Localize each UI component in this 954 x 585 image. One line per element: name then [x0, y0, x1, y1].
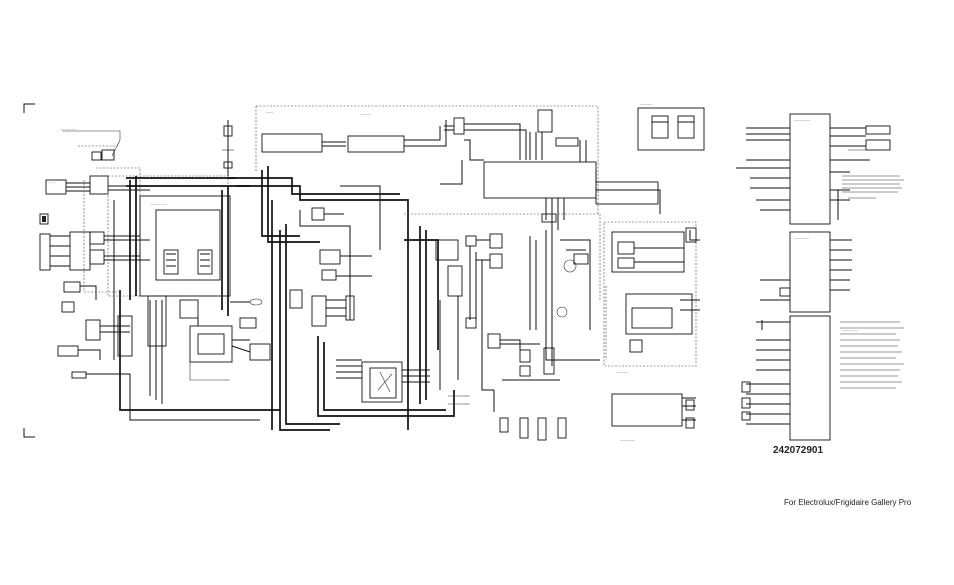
top-enclosure	[255, 105, 661, 230]
center-harness	[228, 166, 455, 431]
dispenser-enclosure	[404, 213, 700, 429]
fine-print-labels: ___ ____ ___ __ __ _______ ____ _____ __…	[47, 101, 858, 441]
center-right-wiring	[419, 226, 567, 441]
svg-text:_______ ____: _______ ____	[149, 201, 168, 205]
svg-text:___ ____ ___: ___ ____ ___	[59, 126, 77, 130]
svg-text:_______: _______	[359, 111, 371, 115]
inset-diagram	[637, 107, 705, 151]
svg-text:________: ________	[639, 101, 653, 105]
svg-text:__ __: __ __	[47, 179, 55, 183]
svg-text:__________: __________	[619, 437, 636, 441]
svg-text:________: ________	[615, 369, 629, 373]
crop-marks	[23, 103, 35, 438]
svg-text:_____: _____	[265, 109, 274, 113]
svg-text:__________: __________	[793, 235, 810, 239]
refrigerator-control-panel	[736, 113, 891, 441]
legend-lines	[840, 175, 904, 389]
left-wiring-section	[39, 130, 280, 421]
svg-text:____ ______: ____ ______	[841, 327, 858, 331]
svg-text:___________: ___________	[793, 117, 811, 121]
part-number: 242072901	[773, 445, 824, 456]
main-harness-block	[107, 120, 271, 381]
diagram-caption: For Electrolux/Frigidaire Gallery Pro	[784, 498, 912, 507]
